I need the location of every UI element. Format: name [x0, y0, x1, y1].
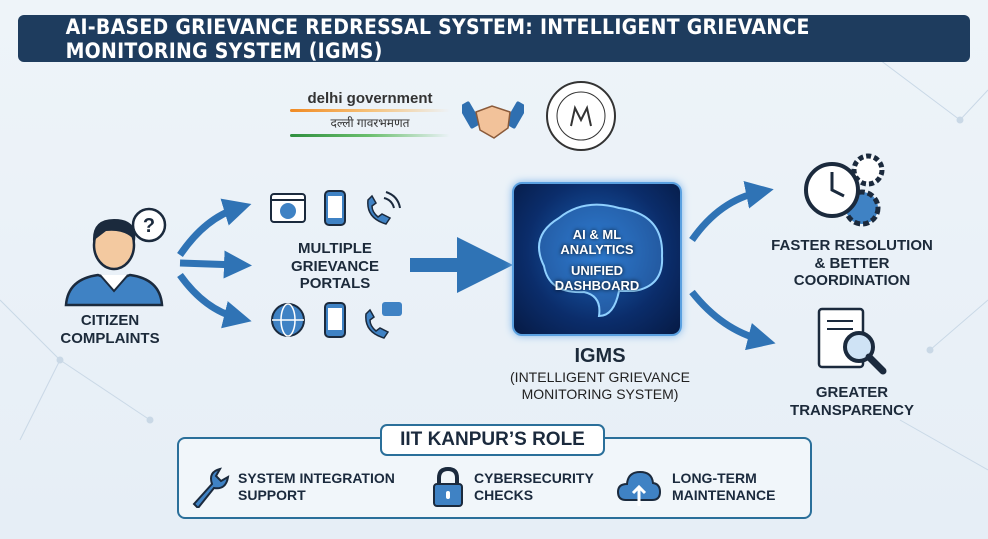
portal-icons-row-1 — [270, 190, 401, 226]
arrow-to-resolution — [689, 181, 774, 243]
globe-icon — [271, 303, 305, 337]
handshake-icon — [462, 101, 524, 139]
phone-call-icon — [367, 191, 401, 225]
cloud-upload-icon — [616, 470, 662, 506]
wrench-icon — [192, 467, 230, 508]
document-search-icon — [817, 307, 887, 375]
page-title: AI-BASED GRIEVANCE REDRESSAL SYSTEM: INT… — [18, 15, 970, 63]
phone-chat-icon — [365, 302, 402, 339]
citizen-icon: ? — [64, 207, 167, 307]
web-browser-icon — [270, 193, 306, 223]
delhi-government-logo: delhi government दल्ली गावरभमणत — [290, 90, 450, 142]
lock-icon — [433, 466, 463, 507]
smartphone-icon — [324, 302, 346, 338]
svg-text:?: ? — [143, 215, 155, 237]
igms-title: IGMS — [574, 345, 626, 367]
smartphone-icon — [324, 190, 346, 226]
arrow-to-transparency — [689, 289, 776, 351]
clock-gears-icon — [804, 153, 885, 227]
brain-icon — [538, 203, 664, 318]
arrow-down — [177, 272, 252, 329]
arrow-mid — [179, 250, 252, 279]
arrow-up — [177, 198, 252, 257]
iit-kanpur-seal — [546, 81, 616, 151]
portal-icons-row-2 — [271, 302, 402, 339]
iit-kanpur-role-title: IIT KANPUR’S ROLE — [380, 424, 605, 456]
